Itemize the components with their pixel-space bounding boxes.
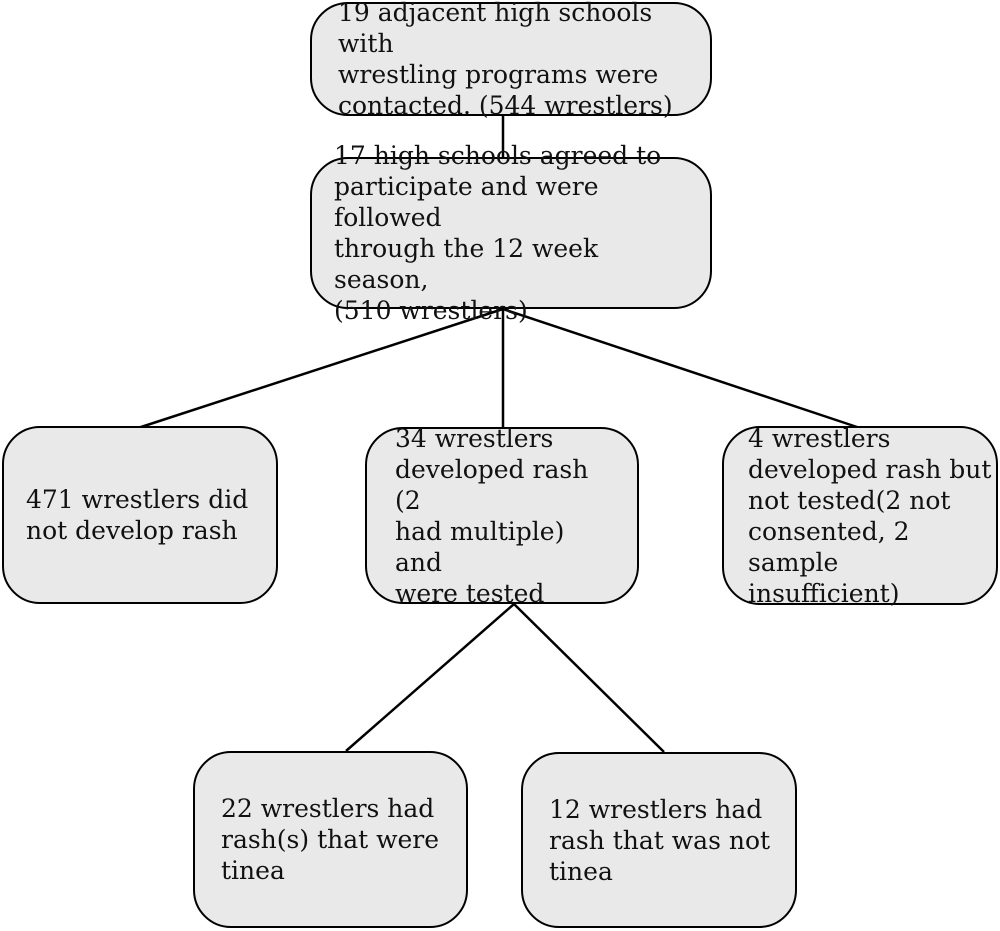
box-no-rash-text: 471 wrestlers did not develop rash (26, 485, 249, 545)
box-schools-contacted: 19 adjacent high schools with wrestling … (310, 0, 712, 120)
box-schools-contacted-text: 19 adjacent high schools with wrestling … (338, 0, 673, 120)
box-rash-tested-text: 34 wrestlers developed rash (2 had multi… (395, 423, 589, 608)
box-schools-participated: 17 high schools agreed to participate an… (310, 141, 712, 325)
box-not-tinea-text: 12 wrestlers had rash that was not tinea (549, 794, 771, 886)
box-schools-participated-text: 17 high schools agreed to participate an… (334, 141, 662, 325)
box-no-rash: 471 wrestlers did not develop rash (2, 426, 278, 604)
connector-agreed-to-no-rash (137, 307, 504, 430)
box-rash-not-tested: 4 wrestlers developed rash but not teste… (722, 424, 998, 608)
box-not-tinea: 12 wrestlers had rash that was not tinea (521, 752, 797, 928)
box-rash-tested: 34 wrestlers developed rash (2 had multi… (365, 424, 639, 608)
connector-agreed-to-rash-not-tested (502, 307, 861, 430)
connector-rash-tested-to-not-tinea (513, 603, 665, 753)
box-tinea-text: 22 wrestlers had rash(s) that were tinea (221, 794, 440, 885)
connector-rash-tested-to-tinea (345, 603, 515, 752)
box-tinea: 22 wrestlers had rash(s) that were tinea (193, 751, 468, 928)
box-rash-not-tested-text: 4 wrestlers developed rash but not teste… (748, 423, 992, 608)
